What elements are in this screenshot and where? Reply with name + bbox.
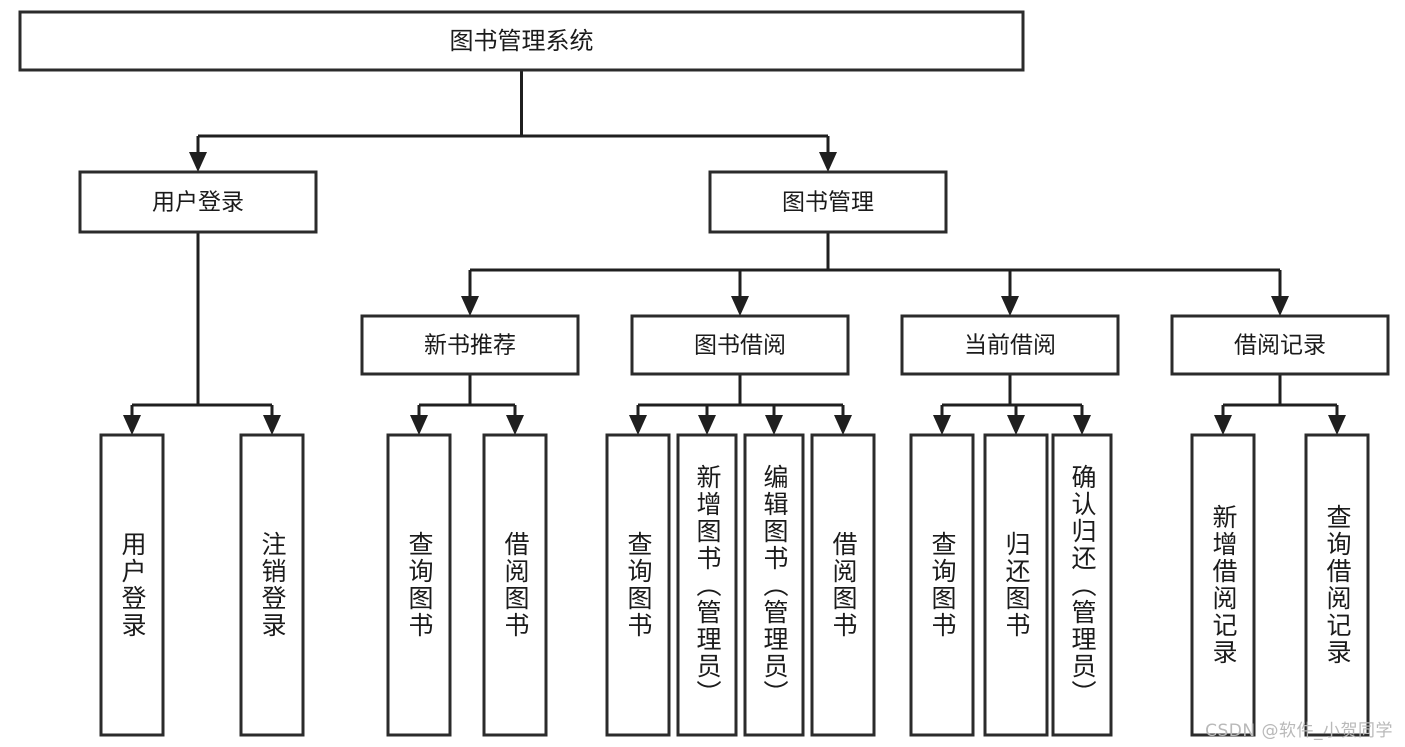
arrow-down-icon xyxy=(506,415,524,435)
arrow-down-icon xyxy=(1271,296,1289,316)
node-leaf-query-book-3[interactable] xyxy=(909,433,975,737)
node-user-login[interactable]: 用户登录 xyxy=(78,170,318,234)
node-current-borrow-label: 当前借阅 xyxy=(964,333,1056,359)
arrow-down-icon xyxy=(765,415,783,435)
node-leaf-borrow-book-1[interactable] xyxy=(482,433,548,737)
node-borrow-record-label: 借阅记录 xyxy=(1234,333,1326,359)
arrow-down-icon xyxy=(1073,415,1091,435)
node-new-book-rec-label: 新书推荐 xyxy=(424,333,516,359)
node-user-login-label: 用户登录 xyxy=(152,190,244,216)
node-book-borrow-label: 图书借阅 xyxy=(694,333,786,359)
arrow-down-icon xyxy=(1007,415,1025,435)
node-leaf-add-record[interactable] xyxy=(1190,433,1256,737)
node-leaf-add-book[interactable] xyxy=(676,433,738,737)
watermark-text: CSDN @软件_小贺同学 xyxy=(1205,721,1393,741)
arrow-down-icon xyxy=(629,415,647,435)
node-leaf-return-book[interactable] xyxy=(983,433,1049,737)
arrow-down-icon xyxy=(461,296,479,316)
arrow-down-icon xyxy=(933,415,951,435)
node-borrow-record[interactable]: 借阅记录 xyxy=(1170,314,1390,376)
arrow-down-icon xyxy=(123,415,141,435)
node-leaf-query-record[interactable] xyxy=(1304,433,1370,737)
node-leaf-user-login[interactable] xyxy=(99,433,165,737)
node-leaf-query-book-2[interactable] xyxy=(605,433,671,737)
arrow-down-icon xyxy=(698,415,716,435)
arrow-down-icon xyxy=(1001,296,1019,316)
node-leaf-borrow-book-2[interactable] xyxy=(810,433,876,737)
node-root-label: 图书管理系统 xyxy=(450,27,594,55)
arrow-down-icon xyxy=(189,152,207,172)
arrow-down-icon xyxy=(731,296,749,316)
node-book-borrow[interactable]: 图书借阅 xyxy=(630,314,850,376)
node-book-manage[interactable]: 图书管理 xyxy=(708,170,948,234)
node-leaf-query-book-1[interactable] xyxy=(386,433,452,737)
arrow-down-icon xyxy=(263,415,281,435)
arrow-down-icon xyxy=(1328,415,1346,435)
node-current-borrow[interactable]: 当前借阅 xyxy=(900,314,1120,376)
node-leaf-user-logout[interactable] xyxy=(239,433,305,737)
node-leaf-edit-book[interactable] xyxy=(743,433,805,737)
arrow-down-icon xyxy=(1214,415,1232,435)
arrow-down-icon xyxy=(410,415,428,435)
node-leaf-confirm-return[interactable] xyxy=(1051,433,1113,737)
arrow-down-icon xyxy=(819,152,837,172)
arrow-down-icon xyxy=(834,415,852,435)
node-new-book-rec[interactable]: 新书推荐 xyxy=(360,314,580,376)
connectors-layer xyxy=(123,70,1346,435)
node-book-manage-label: 图书管理 xyxy=(782,190,874,216)
node-root[interactable]: 图书管理系统 xyxy=(18,10,1025,72)
